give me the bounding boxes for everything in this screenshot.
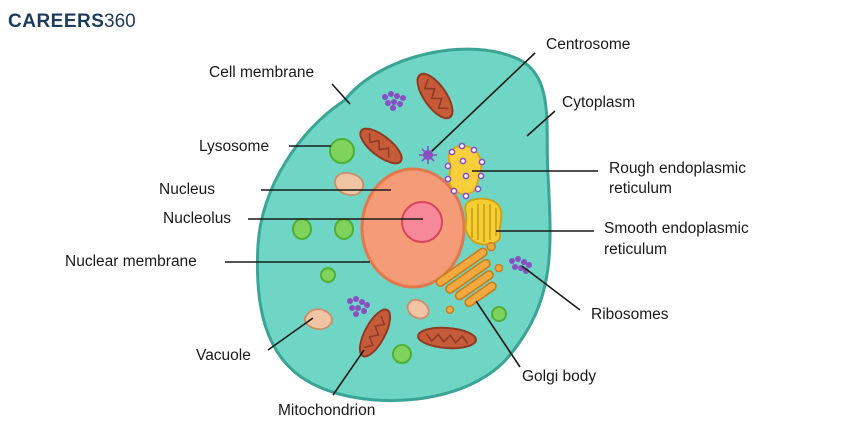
label-smooth-er-line1: Smooth endoplasmic: [604, 220, 749, 237]
rough-er-shape: [444, 142, 486, 200]
smooth-er-shape: [464, 197, 503, 246]
leader-lines: [225, 52, 598, 396]
label-smooth-er-line2: reticulum: [604, 241, 667, 258]
golgi-body-shape: [435, 241, 504, 314]
label-cell-membrane: Cell membrane: [209, 64, 314, 81]
leader-golgi-body: [475, 300, 521, 368]
nucleus: [360, 167, 466, 289]
label-nucleolus: Nucleolus: [163, 210, 231, 227]
centrosome-shape: [419, 146, 437, 164]
leader-ribosomes: [521, 265, 581, 311]
label-mitochondrion: Mitochondrion: [278, 402, 375, 419]
mitochondrion-shapes: [358, 72, 477, 358]
labels: Cell membrane Lysosome Nucleus Nucleolus…: [65, 36, 749, 419]
label-rough-er-line1: Rough endoplasmic: [609, 160, 746, 177]
logo-word: CAREERS: [8, 11, 104, 32]
leader-cytoplasm: [526, 110, 556, 137]
lysosome-shapes: [292, 138, 507, 364]
ribosome-clusters: [347, 91, 532, 317]
label-vacuole: Vacuole: [196, 347, 251, 364]
label-lysosome: Lysosome: [199, 138, 269, 155]
leader-centrosome: [431, 52, 536, 152]
careers360-logo: CAREERS 360: [8, 11, 136, 32]
logo-number: 360: [104, 11, 136, 32]
label-cytoplasm: Cytoplasm: [562, 94, 635, 111]
label-rough-er-line2: reticulum: [609, 180, 672, 197]
leader-cell-membrane: [331, 83, 351, 105]
leader-vacuole: [267, 317, 314, 351]
label-nucleus: Nucleus: [159, 181, 215, 198]
nucleolus-shape: [401, 201, 443, 243]
label-nuclear-membrane: Nuclear membrane: [65, 253, 197, 270]
label-ribosomes: Ribosomes: [591, 306, 669, 323]
leader-mitochondrion: [332, 349, 365, 396]
label-golgi-body: Golgi body: [522, 368, 596, 385]
label-centrosome: Centrosome: [546, 36, 630, 53]
